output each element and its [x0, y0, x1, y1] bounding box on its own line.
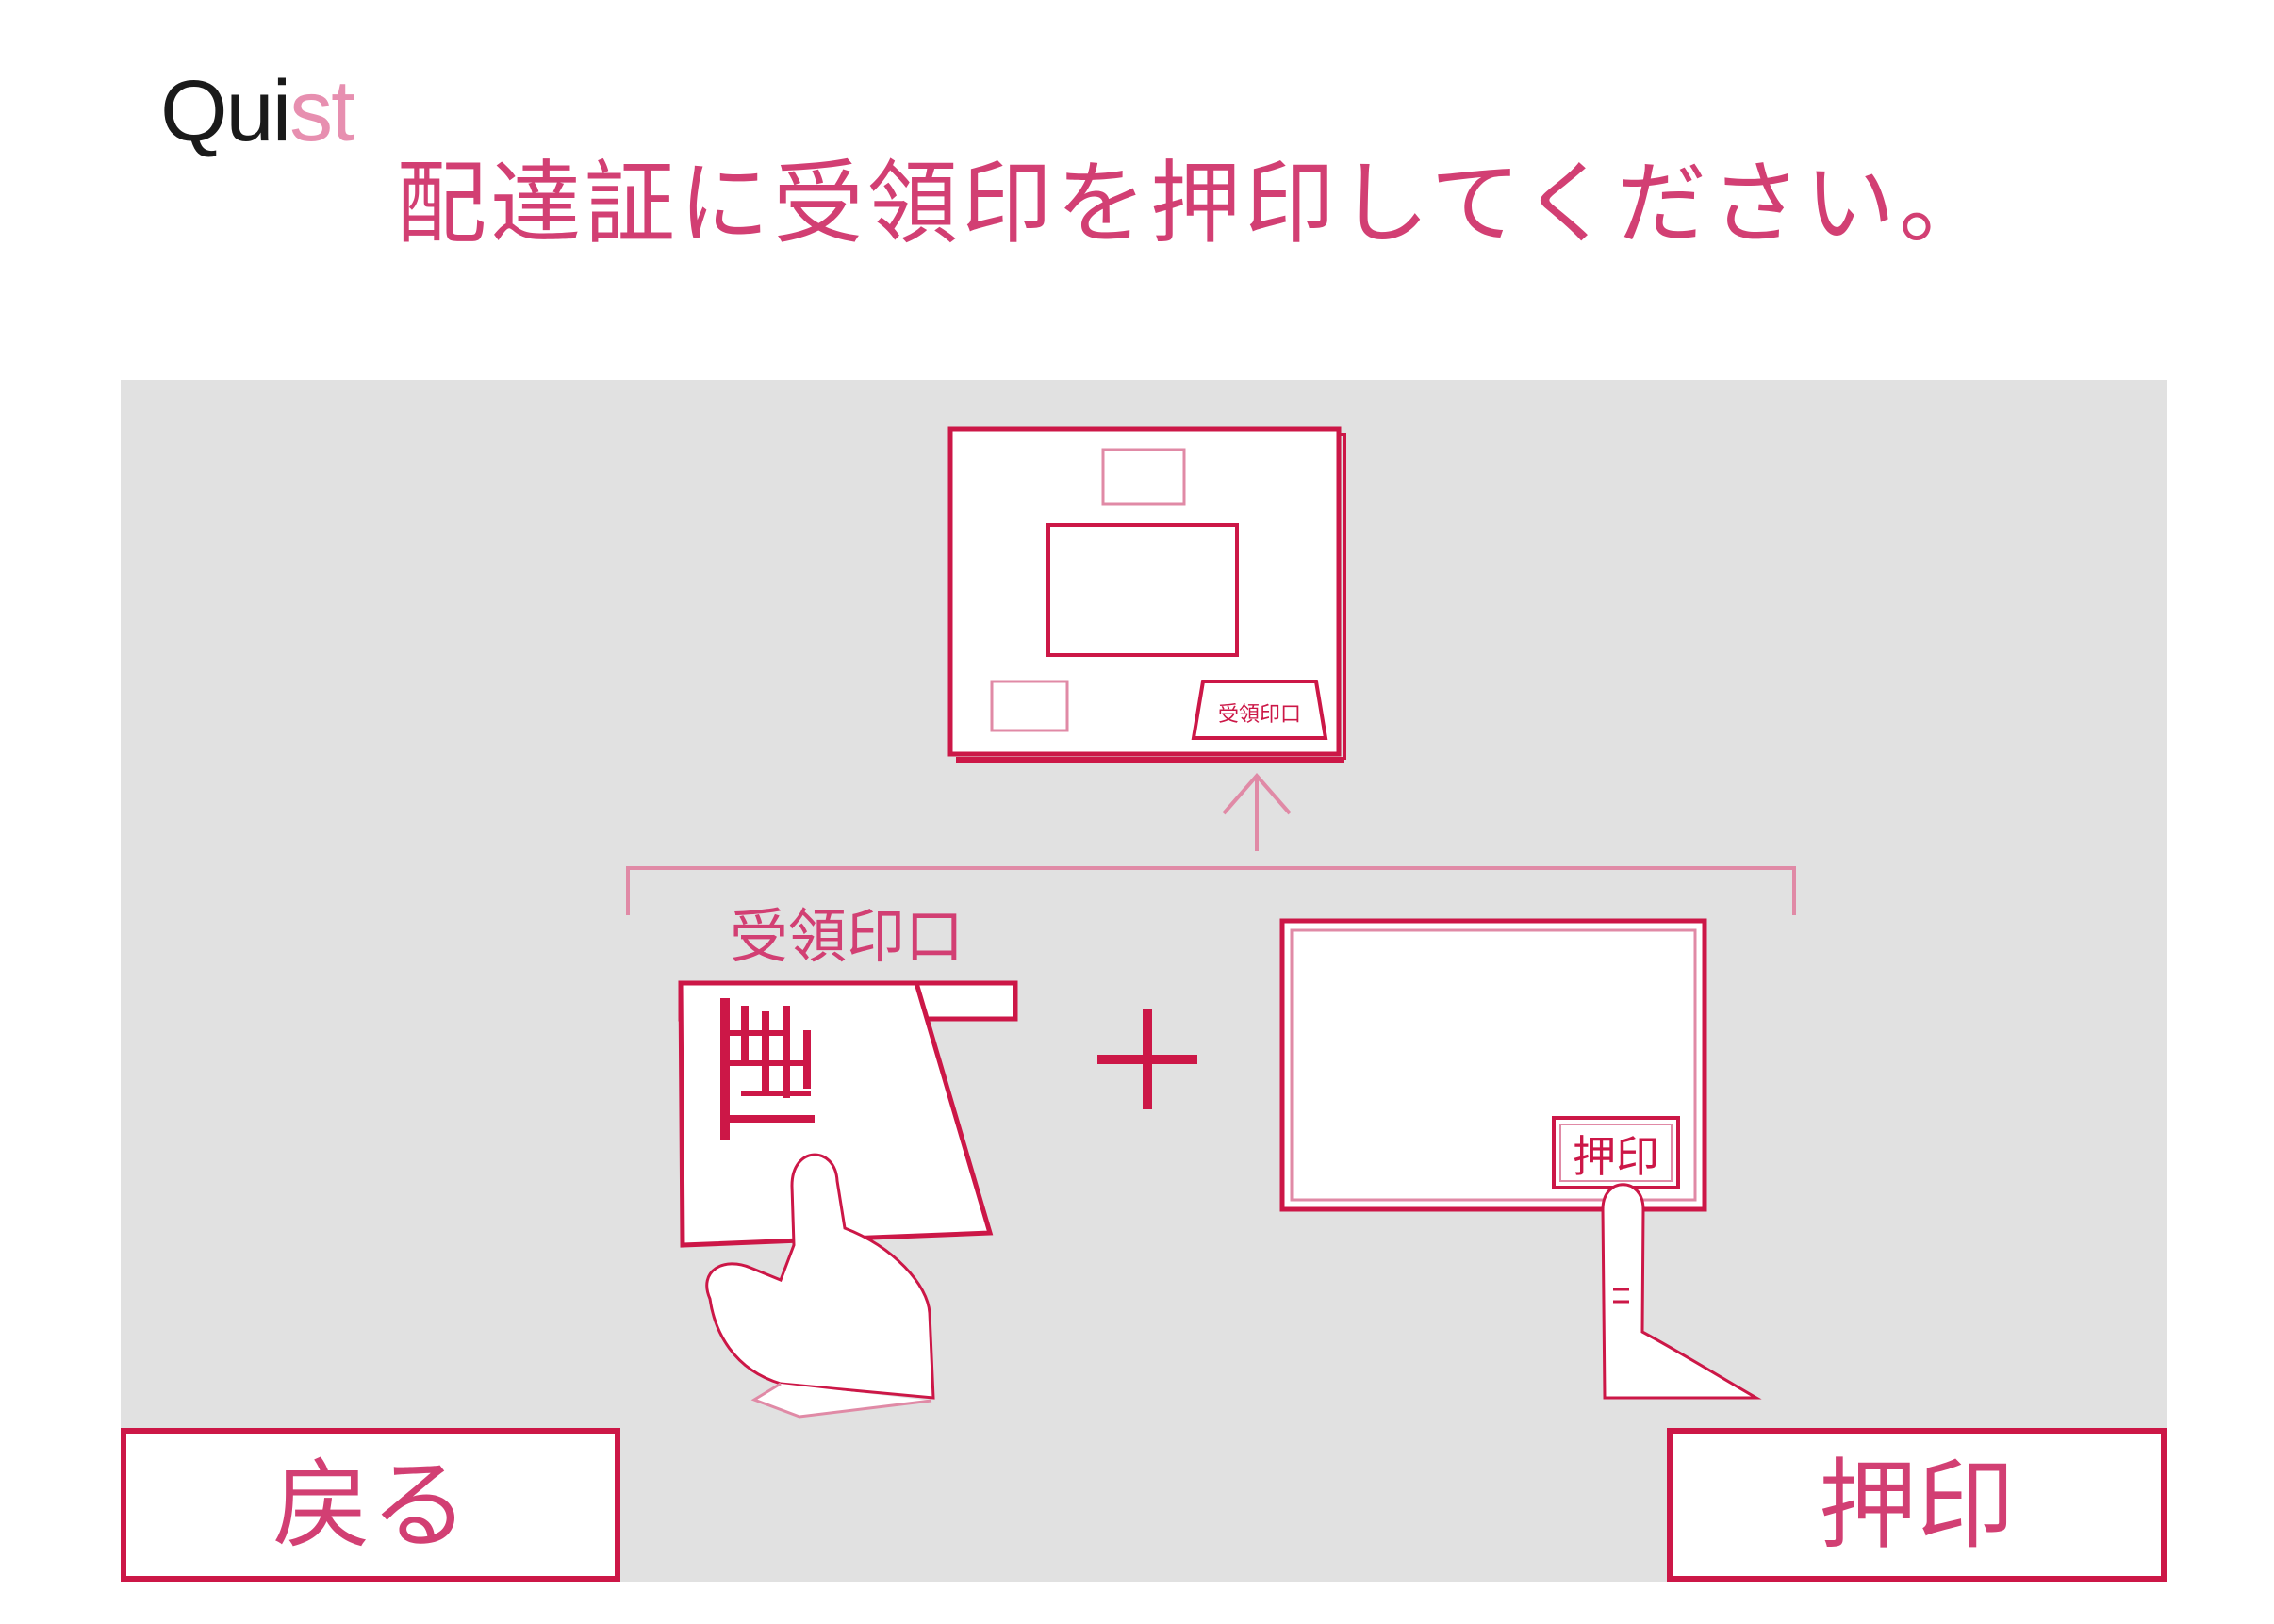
logo-text-main: Qui: [160, 63, 291, 159]
machine-slot-label: 受領印口: [1218, 703, 1301, 727]
slip-insert-icon: [678, 980, 1018, 1419]
instruction-text: 配達証に受領印を押印してください。: [396, 151, 1994, 256]
touch-screen-icon: 押印: [1279, 918, 1762, 1400]
logo-text-accent: st: [289, 63, 355, 159]
screen-stamp-button-label: 押印: [1573, 1131, 1659, 1182]
stamp-procedure-illustration: 受領印口 受領印口: [626, 426, 1796, 1419]
plus-icon: [1097, 1009, 1197, 1109]
up-arrow-icon: [626, 772, 1796, 915]
kiosk-machine-icon: 受領印口: [948, 426, 1346, 763]
slot-label: 受領印口: [730, 902, 964, 971]
stamp-button[interactable]: 押印: [1667, 1428, 2167, 1582]
quist-logo: Quist: [160, 68, 355, 155]
illustration-panel: 受領印口 受領印口: [121, 380, 2167, 1582]
back-button[interactable]: 戻る: [121, 1428, 620, 1582]
